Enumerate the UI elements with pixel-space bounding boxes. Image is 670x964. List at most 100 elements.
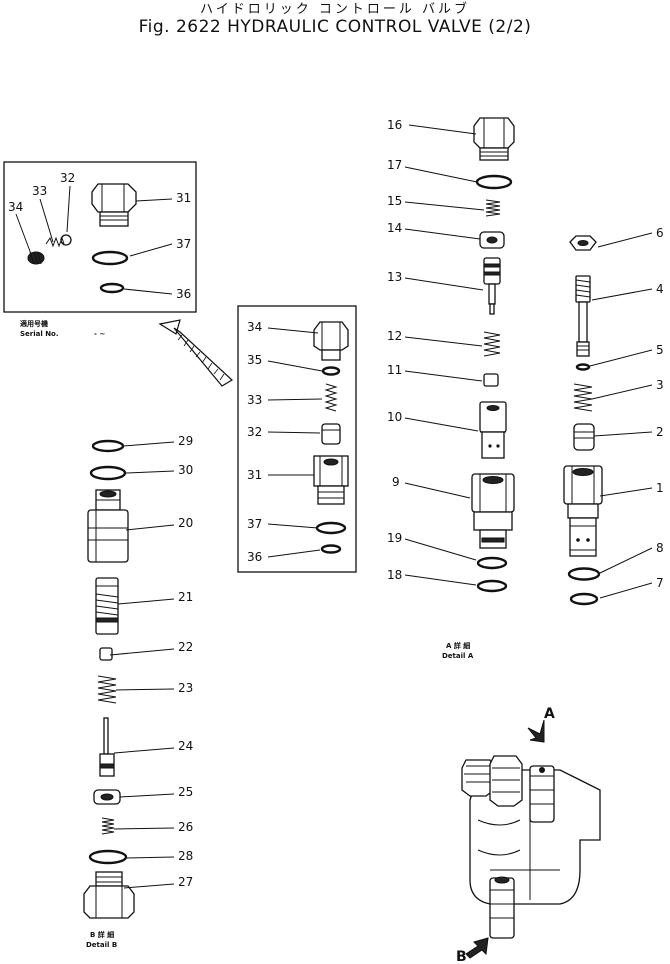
hatched-pointer-arrow [158, 319, 233, 387]
part-7-oring [569, 592, 599, 606]
callout-label-c27: 27 [178, 875, 193, 889]
view-arrow-a-icon [527, 719, 545, 743]
part-15-spring [485, 199, 501, 217]
leader-line-c6 [597, 232, 653, 248]
middle-box [237, 305, 357, 573]
figure-title: Fig. 2622 HYDRAULIC CONTROL VALVE (2/2) [139, 17, 532, 37]
part-20-housing [87, 489, 129, 563]
callout-label-c35: 35 [247, 353, 262, 367]
callout-label-c37a: 37 [176, 237, 191, 251]
detail-b-column: B 詳 細 Detail B [83, 439, 135, 949]
inset-serial-value: - ~ [94, 330, 105, 338]
leader-line-c34b [267, 327, 319, 334]
leader-line-c23 [115, 688, 175, 691]
view-marker-b: B [456, 949, 467, 964]
leader-line-c26 [113, 827, 175, 830]
leader-line-c20 [125, 524, 175, 531]
part-24-needle [99, 717, 115, 777]
box-part-31-housing [313, 455, 349, 505]
inset-part-31-plug [91, 183, 137, 227]
detail-a-right-column [563, 235, 603, 606]
leader-line-c32 [66, 185, 71, 233]
leader-line-c4 [591, 288, 653, 301]
part-13-stem [483, 257, 501, 315]
part-8-oring [567, 567, 601, 581]
part-10-sleeve [479, 401, 507, 459]
callout-label-c16: 16 [387, 118, 402, 132]
part-21-sleeve [95, 577, 119, 635]
part-30-oring [89, 465, 127, 481]
figure-subtitle-jp: ハイドロリック コントロール バルブ [200, 1, 470, 17]
leader-line-c12 [404, 336, 483, 347]
part-1-housing [563, 465, 603, 557]
leader-line-c29 [123, 441, 175, 447]
callout-label-c24: 24 [178, 739, 193, 753]
callout-label-c21: 21 [178, 590, 193, 604]
leader-line-c3 [591, 384, 653, 400]
leader-line-c13 [404, 277, 484, 291]
part-9-housing [471, 473, 515, 549]
part-12-spring [483, 331, 501, 357]
leader-line-c34 [15, 213, 32, 255]
callout-label-c18: 18 [387, 568, 402, 582]
callout-label-c26: 26 [178, 820, 193, 834]
leader-line-c25 [119, 793, 175, 798]
assembly-top-plug-center [489, 755, 523, 807]
part-25-nut [93, 789, 121, 805]
box-part-33-spring [324, 383, 338, 412]
part-18-oring [476, 579, 508, 593]
callout-label-c33: 33 [32, 184, 47, 198]
callout-label-c4: 4 [656, 282, 664, 296]
leader-line-c18 [404, 574, 477, 586]
callout-label-c1: 1 [656, 481, 664, 495]
leader-line-c37b [267, 523, 319, 529]
detail-a-jp: A 詳 細 [446, 641, 470, 650]
callout-label-c36b: 36 [247, 550, 262, 564]
leader-line-c36b [267, 549, 321, 558]
view-marker-a: A [544, 706, 555, 722]
leader-line-c15 [404, 201, 485, 211]
leader-line-c11 [404, 370, 483, 382]
callout-label-c37b: 37 [247, 517, 262, 531]
leader-line-c28 [125, 856, 175, 859]
callout-label-c12: 12 [387, 329, 402, 343]
inset-box: 適用号機 Serial No. - ~ [3, 161, 197, 338]
part-16-plug [473, 117, 515, 161]
part-17-oring [475, 174, 513, 190]
inset-serial-jp: 適用号機 [20, 319, 48, 328]
part-3-spring [573, 383, 593, 412]
callout-label-c34b: 34 [247, 320, 262, 334]
detail-b-label: Detail B [86, 941, 117, 949]
valve-assembly-view: A B [456, 706, 601, 964]
part-29-oring [91, 439, 125, 453]
leader-line-c14 [404, 228, 481, 240]
assembly-bottom-plug [489, 876, 515, 939]
callout-label-c23: 23 [178, 681, 193, 695]
part-14-nut [479, 231, 505, 249]
leader-line-c22 [109, 648, 175, 656]
leader-line-c37a [129, 243, 173, 257]
callout-label-c31b: 31 [247, 468, 262, 482]
callout-label-c20: 20 [178, 516, 193, 530]
leader-line-c5 [589, 349, 653, 367]
detail-b-jp: B 詳 細 [90, 930, 114, 939]
callout-label-c9: 9 [392, 475, 400, 489]
part-23-spring [97, 675, 117, 704]
leader-line-c27 [123, 883, 175, 889]
part-2-poppet [573, 423, 595, 451]
part-6-nut [569, 235, 597, 251]
part-22-poppet [99, 647, 113, 661]
part-4-stem [575, 275, 591, 357]
callout-label-c7: 7 [656, 576, 664, 590]
callout-label-c32: 32 [60, 171, 75, 185]
leader-line-c7 [599, 582, 653, 599]
leader-line-c21 [117, 598, 175, 605]
callout-label-c33b: 33 [247, 393, 262, 407]
box-part-34-plug [313, 321, 349, 361]
callout-label-c22: 22 [178, 640, 193, 654]
leader-line-c36a [123, 288, 173, 295]
callout-label-c30: 30 [178, 463, 193, 477]
box-part-37-oring [315, 521, 347, 535]
callout-label-c8: 8 [656, 541, 664, 555]
